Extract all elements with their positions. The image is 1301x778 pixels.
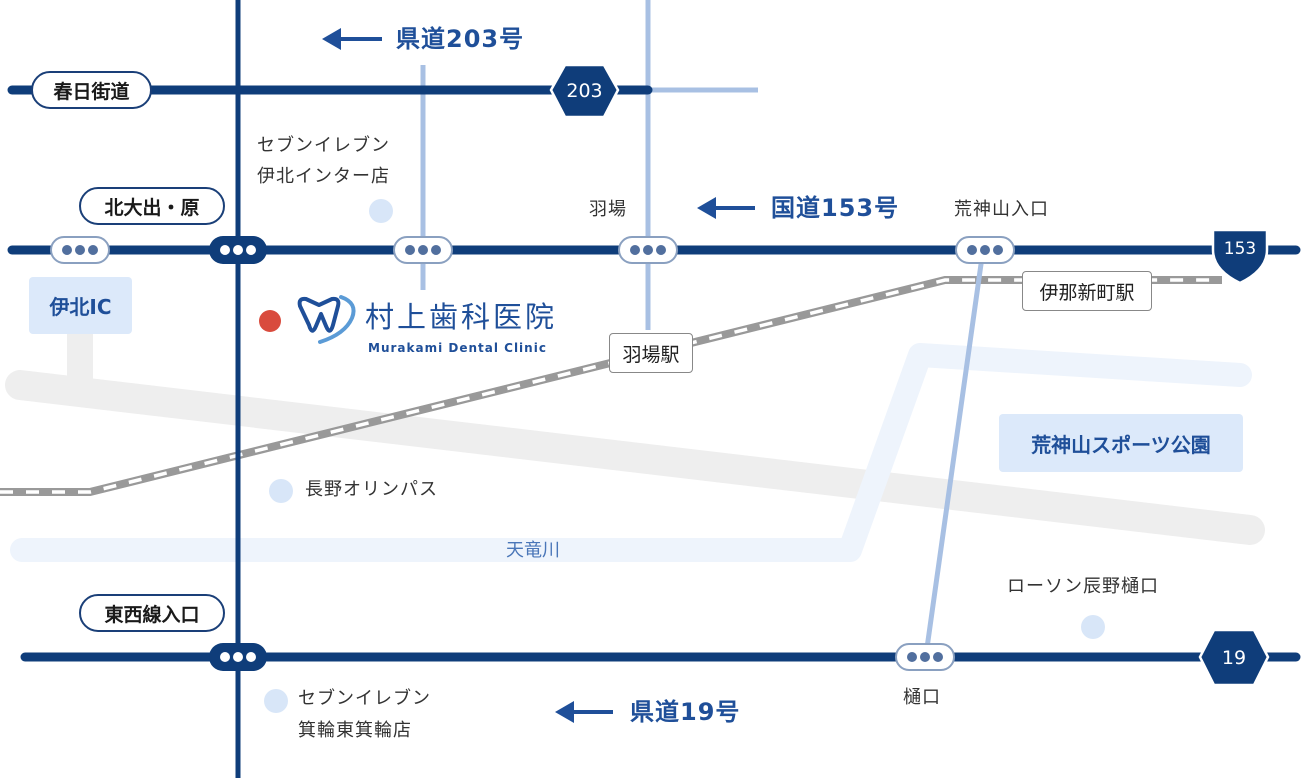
landmark-dot — [369, 199, 393, 223]
tenryu-river — [10, 343, 1252, 562]
route-19-shield: 19 — [1198, 628, 1270, 687]
clinic-name-english: Murakami Dental Clinic — [368, 341, 547, 355]
place-label-seven-minowa-line2: 箕輪東箕輪店 — [298, 720, 412, 741]
svg-text:203: 203 — [566, 80, 602, 102]
landmark-dot — [264, 689, 288, 713]
landmark-dot — [269, 479, 293, 503]
station-label-inashinmachi: 伊那新町駅 — [1022, 271, 1152, 311]
svg-text:19: 19 — [1222, 647, 1246, 669]
clinic-logo-icon — [297, 295, 356, 344]
landmark-dot — [1081, 615, 1105, 639]
place-label-kojinyama-park: 荒神山スポーツ公園 — [999, 414, 1243, 472]
arrow-left-icon — [322, 28, 382, 50]
place-label-hikuchi: 樋口 — [903, 687, 941, 708]
road-label-kokudo153: 国道153号 — [771, 194, 900, 222]
place-label-nagano-olympus: 長野オリンパス — [305, 479, 438, 500]
river-label-tenryu: 天竜川 — [506, 540, 560, 561]
arrow-left-icon — [555, 701, 613, 723]
clinic-name: 村上歯科医院 — [365, 300, 558, 334]
place-label-seven-minowa-line1: セブンイレブン — [298, 688, 431, 709]
traffic-signal-tozaisen — [209, 643, 267, 671]
background-road — [5, 370, 1265, 545]
traffic-signal-seven — [393, 236, 453, 264]
traffic-signal-kojinyama — [955, 236, 1015, 264]
road-label-kasuga-kaido: 春日街道 — [31, 71, 152, 109]
traffic-signal-haba — [618, 236, 678, 264]
place-label-seven-inakita-line2: 伊北インター店 — [257, 166, 390, 187]
road-label-kendo19: 県道19号 — [630, 698, 741, 726]
traffic-signal-west — [50, 236, 110, 264]
place-label-lawson: ローソン辰野樋口 — [1007, 576, 1159, 597]
svg-text:153: 153 — [1224, 239, 1256, 259]
arrow-left-icon — [697, 197, 755, 219]
traffic-signal-hikuchi — [895, 643, 955, 671]
intersection-label-kitaoide-hara: 北大出・原 — [79, 187, 225, 225]
road-label-kendo203: 県道203号 — [396, 25, 525, 53]
intersection-label-tozaisen: 東西線入口 — [79, 594, 225, 632]
traffic-signal-kitaoide — [209, 236, 267, 264]
place-label-haba: 羽場 — [589, 199, 627, 220]
place-label-inakita-ic: 伊北IC — [29, 277, 132, 334]
clinic-location-marker — [259, 310, 281, 332]
station-label-haba: 羽場駅 — [609, 333, 693, 373]
place-label-kojinyama-iriguchi: 荒神山入口 — [954, 199, 1049, 220]
route-203-shield: 203 — [549, 63, 620, 119]
place-label-seven-inakita-line1: セブンイレブン — [257, 135, 390, 156]
route-153-shield: 153 — [1211, 228, 1269, 285]
